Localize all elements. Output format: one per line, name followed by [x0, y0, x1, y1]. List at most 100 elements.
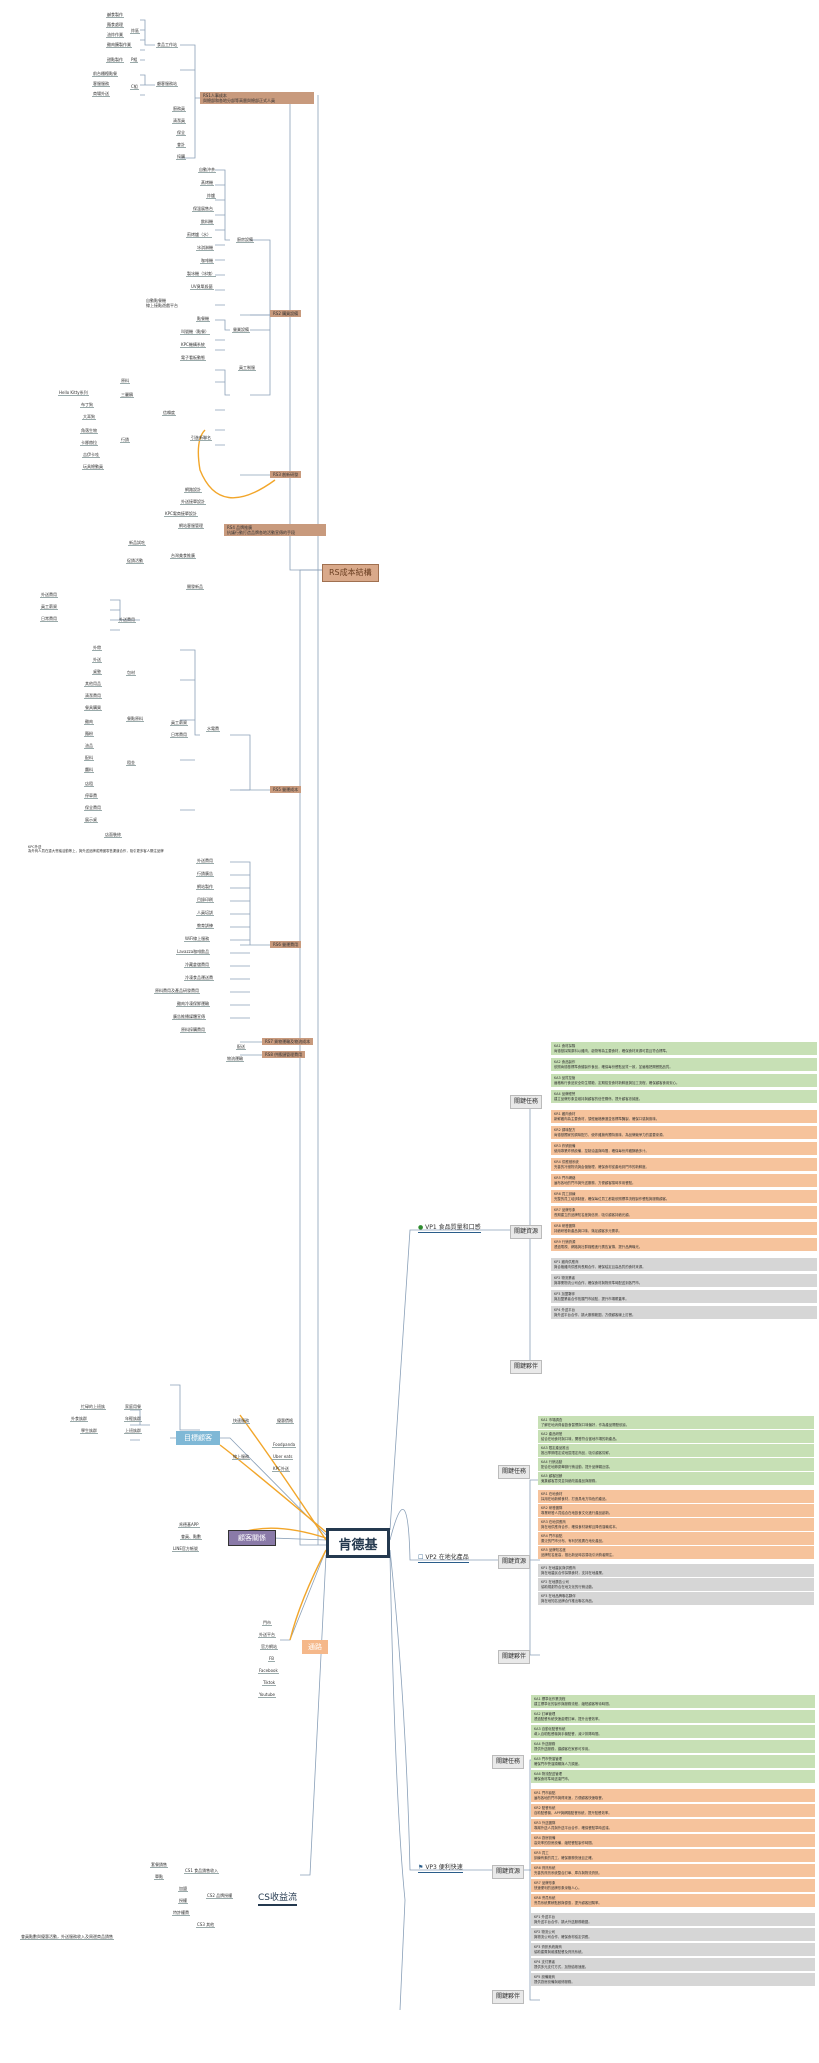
- vp2-card-title: KR5 品牌知名度: [541, 1548, 566, 1552]
- vp1-card-title: KR7 品牌形象: [554, 1208, 576, 1212]
- cs-title[interactable]: CS收益流: [258, 1892, 297, 1906]
- vp1-card-desc: 遍布各地的門市與外送服務，方便顧客隨時享用餐點。: [554, 1180, 636, 1185]
- vp1-card-desc: 依照肯德基標準食譜製作食品，確保每份餐點品質一致，並嚴格把關餐點品質。: [554, 1064, 673, 1069]
- rs6-item: 原料費用及產品研發費用: [154, 988, 200, 994]
- rs1-sub: P組: [130, 57, 139, 63]
- cust-leaf: Uber eats: [272, 1454, 294, 1460]
- vp1-card-desc: 持續研發新產品與口味，滿足顧客多元需求。: [554, 1228, 622, 1233]
- rs5-note: KPC外送 為外商人員在重大會議活動等上，與外送品牌或跨國零售渠道合作，吸引更多…: [28, 845, 164, 854]
- vp3-card: KA5 門市營運管理確保門市營運順暢與人力調度。: [531, 1755, 815, 1768]
- cr-item: LINE官方帳號: [172, 1546, 199, 1552]
- vp3-card: KR1 門市據點遍布各地的門市與得來速，方便顧客快速取餐。: [531, 1789, 815, 1802]
- vp1-group: 關鍵資源: [510, 1225, 543, 1239]
- rs1-leaf: 油炸作業: [106, 32, 124, 38]
- rs4-item: 網路設計: [184, 487, 202, 493]
- flag-icon: ⚑: [418, 1864, 424, 1871]
- rs6-item: WiFi線上服務: [184, 936, 211, 942]
- vp2-card-title: KA4 行銷活動: [541, 1460, 563, 1464]
- tc-item: 上班族群: [124, 1428, 142, 1434]
- vp3-card: KA2 訂單管理透過點餐系統快速處理訂單，提升出餐效率。: [531, 1710, 815, 1723]
- vp3-card: KR5 員工訓練有素的員工，確保服務快速且正確。: [531, 1849, 815, 1862]
- channels-node[interactable]: 通路: [302, 1640, 328, 1654]
- rs6-item: 原料採購費用: [180, 1027, 206, 1033]
- vp1-card-title: KR6 員工訓練: [554, 1192, 576, 1196]
- rs6-item: 廣告推播媒體宣傳: [172, 1014, 206, 1020]
- rs1-leaf: 客服服務: [92, 81, 110, 87]
- rs1-leaf: 廚務員: [172, 106, 186, 112]
- vp1-group: 關鍵夥伴: [510, 1360, 543, 1374]
- vp3-card-title: KA1 標準化作業流程: [534, 1697, 566, 1701]
- rs2-title[interactable]: RS2 購買設備: [270, 310, 302, 317]
- ch-item: Facebook: [258, 1668, 279, 1674]
- vp1-card-title: KR5 門市網絡: [554, 1176, 576, 1180]
- rs1-leaf: 清潔員: [172, 118, 186, 124]
- vp3-card-desc: 高效率的廚房設備，縮短餐點製作時間。: [534, 1840, 596, 1845]
- vp1-card-title: KR8 研發團隊: [554, 1224, 576, 1228]
- rs5-leaf: 餐具購買: [84, 705, 102, 711]
- rs6-title[interactable]: RS6 營運費用: [270, 941, 302, 948]
- rs3-title[interactable]: RS3 創新研發: [270, 471, 302, 478]
- rs5-leaf: 清潔費用: [84, 693, 102, 699]
- box-icon: ☐: [418, 1554, 424, 1561]
- vp2-card-desc: 品牌知名度高，推出新品時容易吸引消費者關注。: [541, 1552, 616, 1557]
- rs2-group: 自動點餐機線上接點遊戲平台: [146, 298, 178, 308]
- rs5-group: 租金: [126, 760, 136, 766]
- rs5-leaf: 停車費: [84, 793, 98, 799]
- vp3-card: KP1 外送平台與外送平台合作，擴大外送服務範圍。: [531, 1913, 815, 1926]
- target-customers-node[interactable]: 目標顧客: [176, 1431, 220, 1445]
- rs1-sub: C組: [130, 84, 139, 90]
- vp1-title[interactable]: ● VP1 食品質量和口感: [418, 1224, 481, 1233]
- rs7-title[interactable]: RS7 貨物運輸及物流成本: [262, 1038, 314, 1045]
- vp1-card: KP4 外送平台與外送平台合作，擴大服務範圍，方便顧客線上訂餐。: [551, 1306, 817, 1319]
- vp1-card-desc: 透過電視、網路與社群媒體進行廣告宣傳，提升品牌曝光。: [554, 1244, 643, 1249]
- cs-leaf: 單點: [154, 1874, 164, 1880]
- tc-sub: 學生族群: [80, 1428, 98, 1434]
- vp2-card-title: KA5 顧客回饋: [541, 1474, 563, 1478]
- rs8-title[interactable]: RS8 供應鏈管理費用: [262, 1051, 306, 1058]
- vp2-card-title: KA1 市場調查: [541, 1418, 563, 1422]
- cs-leaf: 會員點數與優惠活動，外送服務收入及周邊商品銷售: [20, 1934, 114, 1940]
- vp3-card: KP3 資訊系統廠商協助建置與維護點餐及資訊系統。: [531, 1943, 815, 1956]
- vp2-title[interactable]: ☐ VP2 在地化產品: [418, 1554, 469, 1563]
- rs5-leaf: 醬料: [84, 767, 94, 773]
- vp1-card-desc: 建立品牌形象並維持與顧客的信任關係，提升顧客忠誠度。: [554, 1096, 643, 1101]
- cust-hub: 快速服務: [232, 1418, 250, 1424]
- vp1-card: KA1 食材採購肯德基採購原料以雞肉、穀物等為主要食材，確保食材來源可靠且符合標…: [551, 1042, 817, 1055]
- rs3-node: 原料: [120, 378, 130, 384]
- cs-leaf: 加盟: [178, 1886, 188, 1892]
- vp2-card-desc: 了解在地消費者飲食習慣與口味偏好，作為產品開發依據。: [541, 1422, 630, 1427]
- vp2-card-desc: 結合在地食材與口味，開發符合當地市場的新產品。: [541, 1436, 619, 1441]
- rs1-title[interactable]: RS1人事成本 與總部和各地分部等高層與總部正式人員: [200, 92, 314, 104]
- vp2-card-desc: 與在地供應商合作，確保食材新鮮且降低運輸成本。: [541, 1524, 619, 1529]
- vp1-card-desc: 使用專業炸鍋設備，控制油溫與時間，確保每份炸雞酥脆多汁。: [554, 1148, 649, 1153]
- rs3-node: 大耳狗: [82, 414, 96, 420]
- rs1-leaf: 會計: [176, 142, 186, 148]
- rs2-leaf: 製冰機（冰塊）: [186, 271, 216, 277]
- rs5-leaf: 外送: [92, 657, 102, 663]
- rs3-node: 玩具總動員: [82, 464, 104, 470]
- rs8-item: 物流運輸: [226, 1056, 244, 1062]
- rs4-item: 促銷活動: [126, 558, 144, 564]
- ch-item: Youtube: [258, 1692, 276, 1698]
- vp1-card: KP2 物流業者與專業物流公司合作，確保食材與物資準時配送到各門市。: [551, 1274, 817, 1287]
- vp3-group: 關鍵資源: [492, 1865, 525, 1879]
- center-node[interactable]: 肯德基: [326, 1528, 390, 1558]
- vp1-card-desc: 完善的冷鏈物流與倉儲管理，確保食材從產地到門市的新鮮度。: [554, 1164, 649, 1169]
- rs5-leaf: 員工薪資: [170, 720, 188, 726]
- rs2-leaf: 煎烤爐（水）: [186, 232, 212, 238]
- vp3-card-desc: 會員系統累積點數與優惠，提升顧客回購率。: [534, 1900, 602, 1905]
- vp1-card-title: KP4 外送平台: [554, 1308, 576, 1312]
- rs8-item: 配送: [236, 1044, 246, 1050]
- vp3-card: KA6 物流配送管理確保食材準時送達門市。: [531, 1770, 815, 1783]
- rs4-title[interactable]: RS4 品牌推廣 抗議行動打造品牌各地活動宣傳的手段: [224, 524, 326, 536]
- rs5-title[interactable]: RS5 營運成本: [270, 786, 302, 793]
- vp3-card: KR7 品牌形象快速便利的品牌形象深植人心。: [531, 1879, 815, 1892]
- vp3-title[interactable]: ⚑ VP3 便利快速: [418, 1864, 463, 1873]
- vp2-card: KA5 顧客回饋蒐集顧客意見並持續改善產品與服務。: [538, 1472, 814, 1485]
- vp2-card: KP2 在地廣告公司協助規劃符合在地文化的行銷活動。: [538, 1578, 814, 1591]
- vp2-card-title: KP3 在地品牌聯名夥伴: [541, 1594, 576, 1598]
- vp3-card-desc: 導入自助點餐機與手機點餐，減少排隊時間。: [534, 1731, 602, 1736]
- customer-relations-node[interactable]: 顧客關係: [228, 1530, 276, 1546]
- rs-title[interactable]: RS成本結構: [322, 564, 379, 582]
- rs2-group: 廚房設備: [236, 237, 254, 243]
